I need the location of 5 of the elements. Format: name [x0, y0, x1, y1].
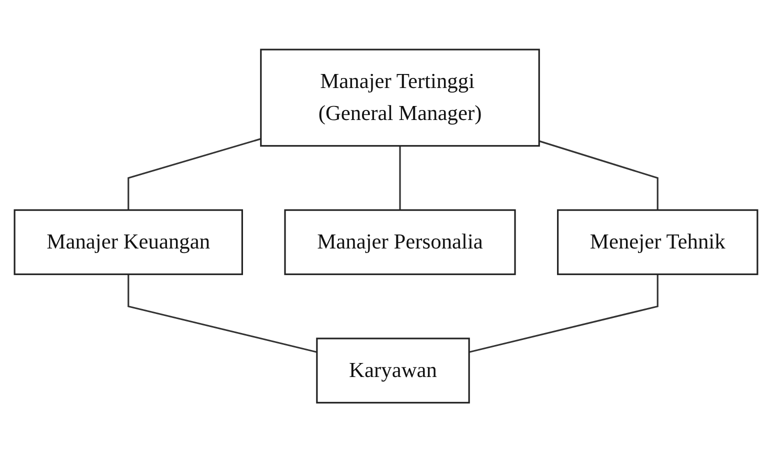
- org-box: Manajer Tertinggi (General Manager): [260, 49, 540, 148]
- org-box: Menejer Tehnik: [557, 210, 758, 276]
- org-box: Manajer Personalia: [284, 210, 516, 276]
- org-box: Karyawan: [316, 338, 470, 404]
- org-box: Manajer Keuangan: [14, 210, 243, 276]
